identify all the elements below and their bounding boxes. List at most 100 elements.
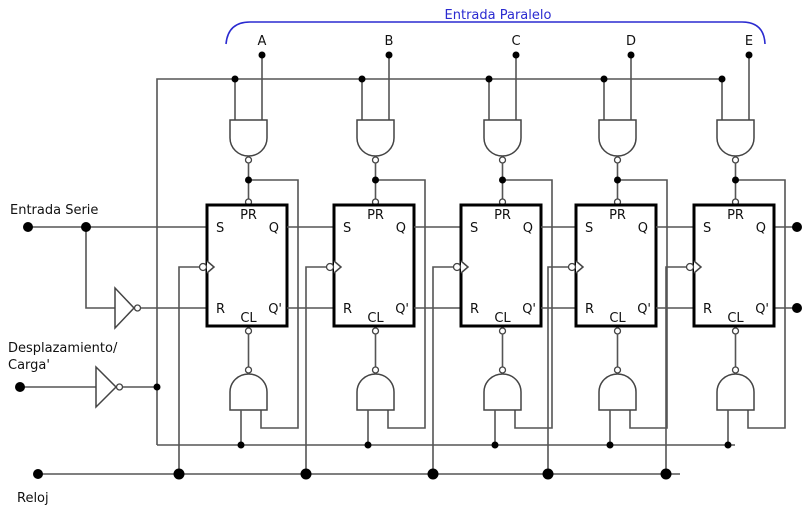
q-pin-label: Q <box>638 221 648 236</box>
q-output-terminal[interactable] <box>792 222 802 232</box>
qn-pin-label: Q' <box>522 302 536 317</box>
cl-pin-label: CL <box>494 311 511 326</box>
qn-output-terminal[interactable] <box>792 303 802 313</box>
clock-junction-dot <box>542 468 554 480</box>
wires <box>20 78 797 475</box>
clock-terminal[interactable] <box>33 469 43 479</box>
clear-bubble <box>613 327 622 335</box>
qn-pin-label: Q' <box>395 302 409 317</box>
qn-pin-label: Q' <box>637 302 651 317</box>
register-stages: A PR S Q R Q' CL B PR S Q R Q' CL C PR S Q R Q' CL D PR S Q R Q' CL… <box>173 34 786 480</box>
load-bus-junction-dot <box>237 441 245 449</box>
preset-nand-gate <box>598 119 637 157</box>
pr-pin-label: PR <box>494 208 511 223</box>
bus-junction-dot <box>485 75 493 83</box>
s-pin-label: S <box>585 221 593 236</box>
parallel-input-terminal[interactable] <box>512 51 520 59</box>
serial-input-terminal[interactable] <box>23 222 33 232</box>
r-pin-label: R <box>585 302 594 317</box>
clock-junction-dot <box>173 468 185 480</box>
shift-load-junction-dot <box>153 383 161 391</box>
preset-nand-gate <box>356 119 395 157</box>
clock-junction-dot <box>427 468 439 480</box>
sr-flip-flop <box>205 203 289 328</box>
qn-pin-label: Q' <box>755 302 769 317</box>
clear-nand-gate <box>483 373 522 411</box>
shift-load-terminal[interactable] <box>15 382 25 392</box>
sr-flip-flop <box>459 203 543 328</box>
preset-nand-gate <box>483 119 522 157</box>
clock-bubble <box>198 262 208 272</box>
parallel-input-terminal[interactable] <box>627 51 635 59</box>
clock-bubble <box>567 262 577 272</box>
parallel-input-label: E <box>745 34 753 49</box>
clear-nand-gate <box>716 373 755 411</box>
bus-junction-dot <box>600 75 608 83</box>
stage-2: B PR S Q R Q' CL <box>300 34 461 480</box>
clear-nand-gate <box>229 373 268 411</box>
stage-4: D PR S Q R Q' CL <box>542 34 694 480</box>
q-pin-label: Q <box>523 221 533 236</box>
s-pin-label: S <box>343 221 351 236</box>
serial-inverter-bubble <box>133 304 142 312</box>
shift-load-inverter <box>95 365 118 409</box>
pr-pin-label: PR <box>609 208 626 223</box>
stage-3: C PR S Q R Q' CL <box>427 34 576 480</box>
load-bus-junction-dot <box>606 441 614 449</box>
q-pin-label: Q <box>396 221 406 236</box>
parallel-input-title: Entrada Paralelo <box>445 8 552 23</box>
clock-bubble <box>452 262 462 272</box>
clear-bubble <box>498 327 507 335</box>
parallel-input-terminal[interactable] <box>385 51 393 59</box>
clock-junction-dot <box>660 468 672 480</box>
sr-flip-flop <box>574 203 658 328</box>
q-pin-label: Q <box>756 221 766 236</box>
clock-bubble <box>685 262 695 272</box>
serial-input-label: Entrada Serie <box>10 203 98 218</box>
shift-load-inverter-bubble <box>115 383 124 391</box>
cl-pin-label: CL <box>367 311 384 326</box>
parallel-input-label: A <box>258 34 267 49</box>
pr-pin-label: PR <box>367 208 384 223</box>
preset-nand-gate <box>716 119 755 157</box>
clock-junction-dot <box>300 468 312 480</box>
clear-bubble <box>371 327 380 335</box>
bus-junction-dot <box>358 75 366 83</box>
load-bus-junction-dot <box>364 441 372 449</box>
clock-label: Reloj <box>17 491 49 506</box>
cl-pin-label: CL <box>240 311 257 326</box>
s-pin-label: S <box>703 221 711 236</box>
parallel-input-terminal[interactable] <box>745 51 753 59</box>
r-pin-label: R <box>343 302 352 317</box>
sr-flip-flop <box>692 203 776 328</box>
serial-junction-dot <box>81 222 91 232</box>
shift-load-label-line1: Desplazamiento/ <box>8 341 118 356</box>
q-pin-label: Q <box>269 221 279 236</box>
bus-junction-dot <box>718 75 726 83</box>
parallel-input-label: D <box>626 34 636 49</box>
pr-pin-label: PR <box>727 208 744 223</box>
pr-pin-label: PR <box>240 208 257 223</box>
shift-load-label-line2: Carga' <box>8 358 50 373</box>
clear-nand-gate <box>598 373 637 411</box>
load-bus-junction-dot <box>491 441 499 449</box>
cl-pin-label: CL <box>609 311 626 326</box>
parallel-input-brace <box>225 21 766 45</box>
clear-bubble <box>731 327 740 335</box>
r-pin-label: R <box>216 302 225 317</box>
clock-bubble <box>325 262 335 272</box>
parallel-input-label: B <box>385 34 394 49</box>
r-pin-label: R <box>703 302 712 317</box>
serial-inverter <box>114 286 136 330</box>
preset-nand-gate <box>229 119 268 157</box>
parallel-input-terminal[interactable] <box>258 51 266 59</box>
s-pin-label: S <box>216 221 224 236</box>
r-pin-label: R <box>470 302 479 317</box>
clear-bubble <box>244 327 253 335</box>
s-pin-label: S <box>470 221 478 236</box>
clear-nand-gate <box>356 373 395 411</box>
parallel-input-label: C <box>511 34 520 49</box>
